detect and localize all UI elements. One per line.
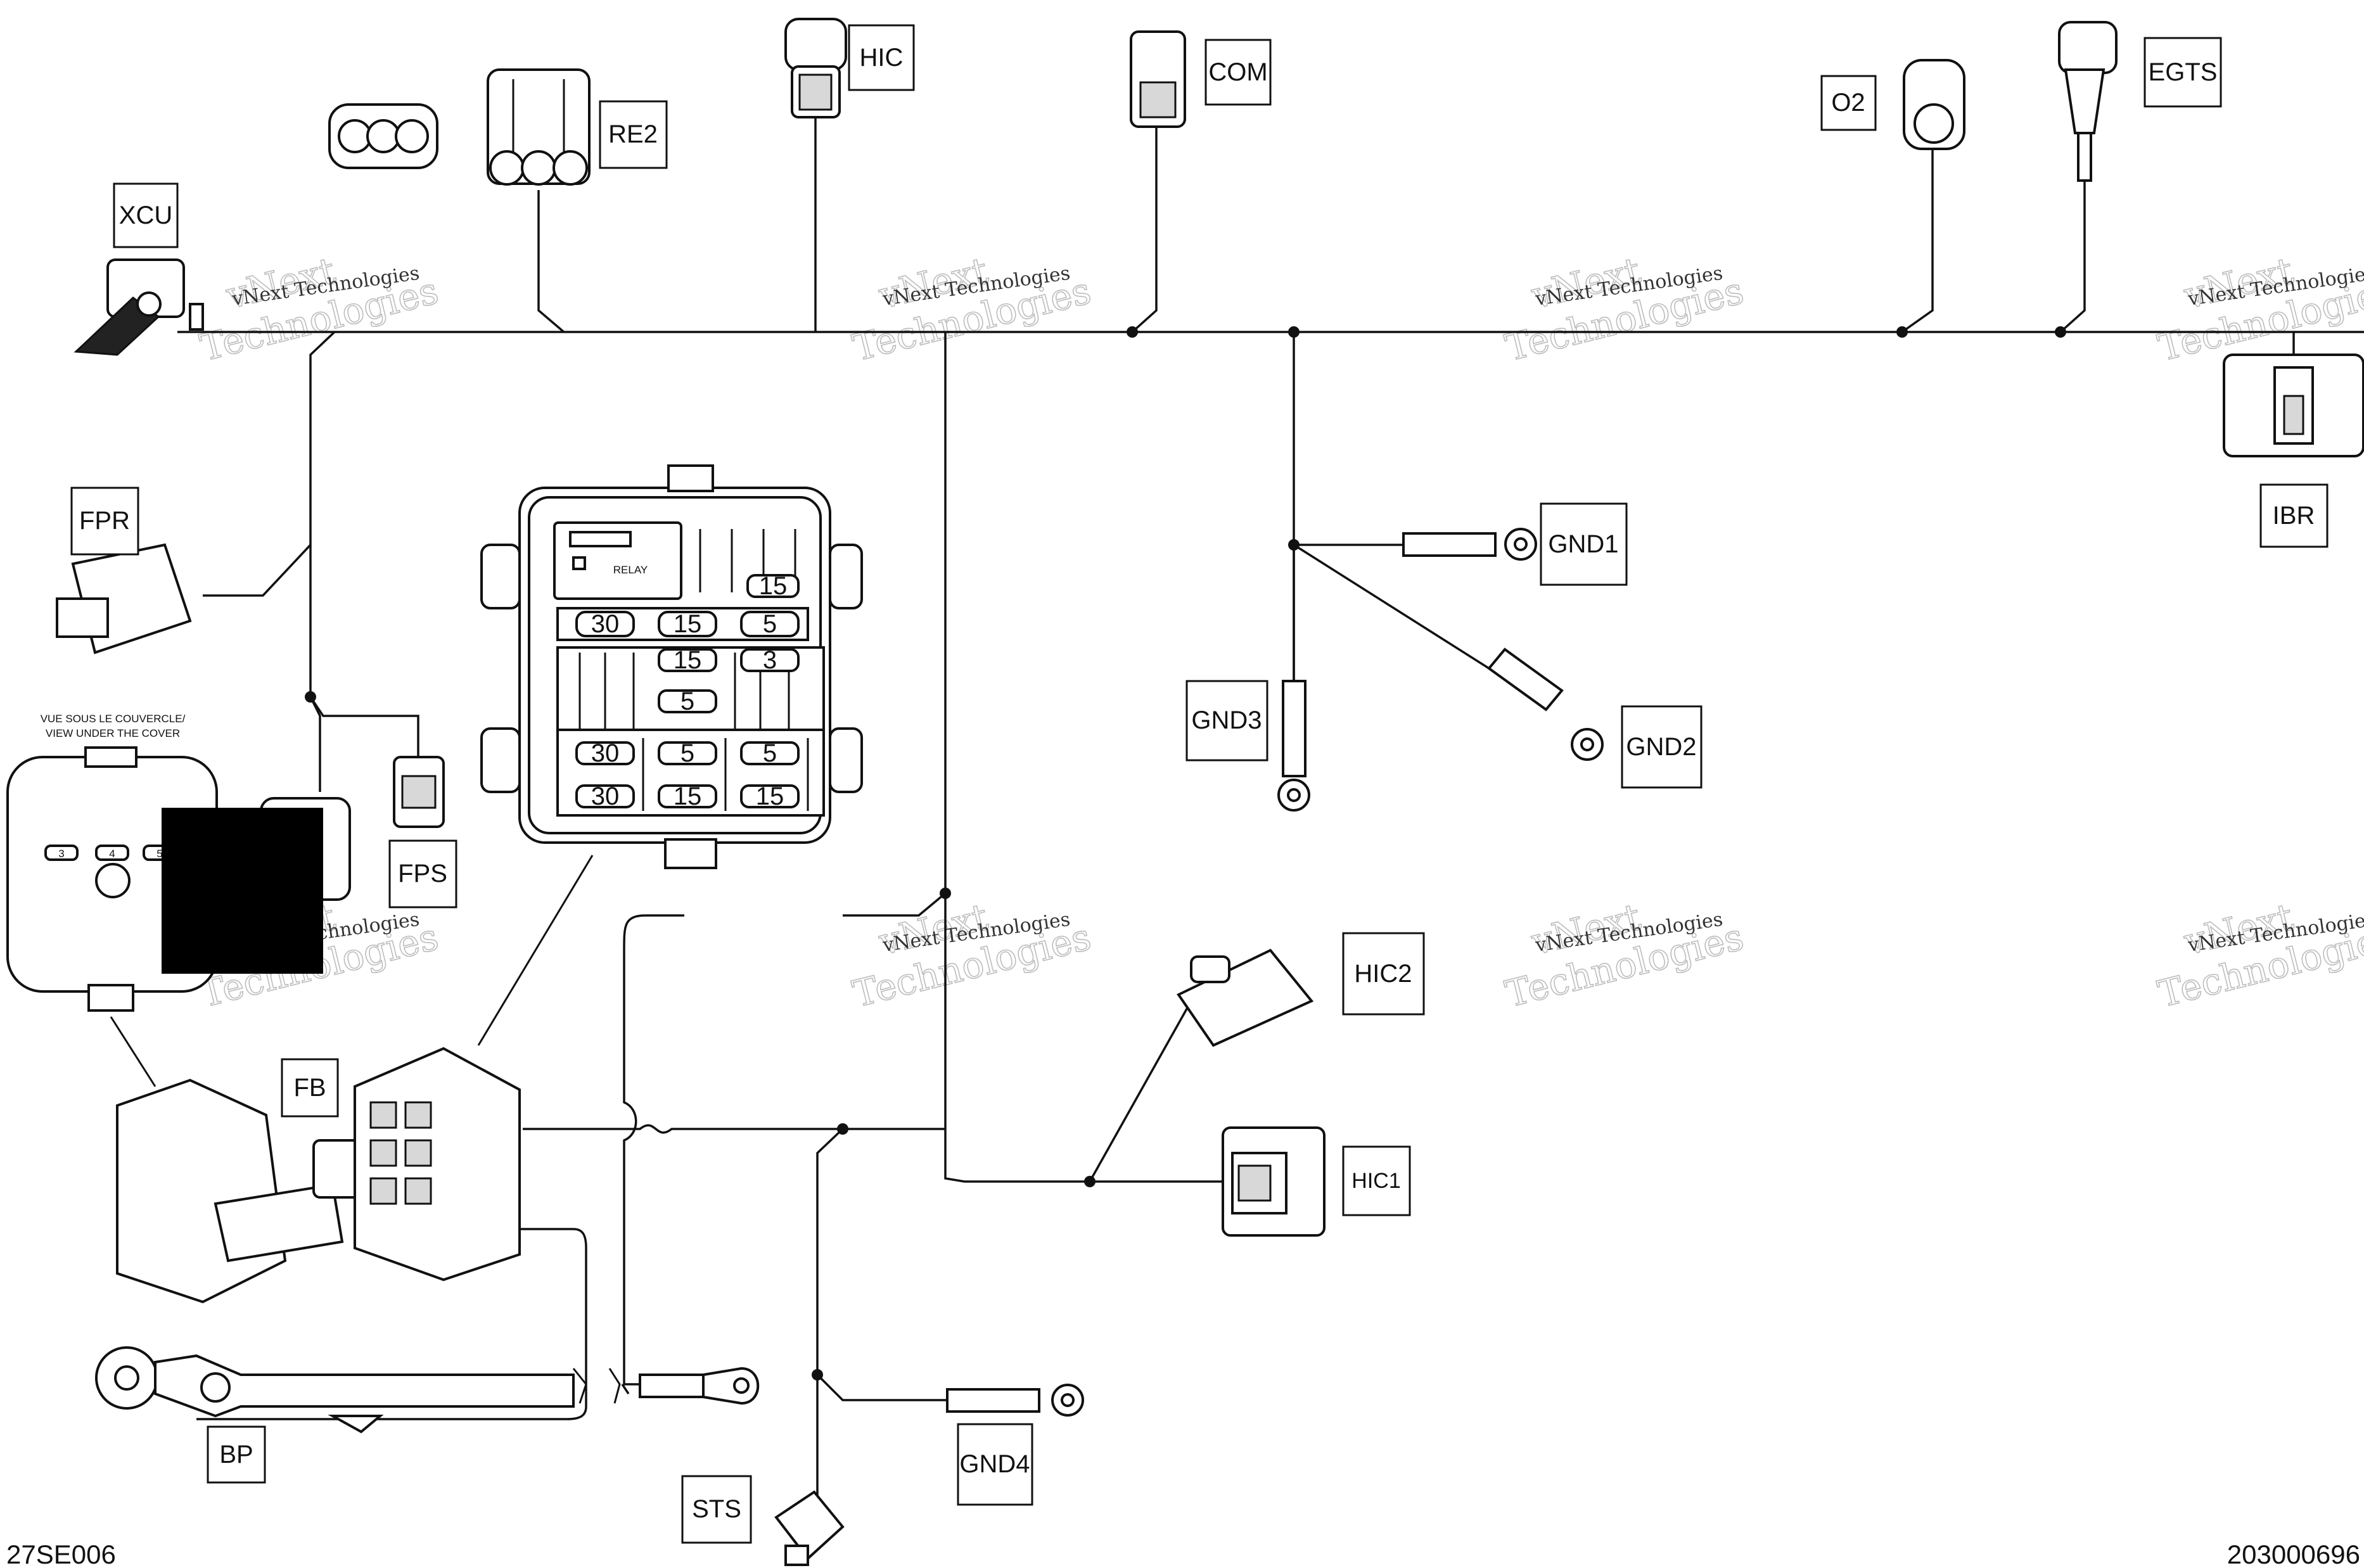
connector-labels: XCU RE2 HIC COM O2 EGTS IBR FPR: [70, 24, 2329, 1544]
egts-connector-part: [2058, 21, 2118, 182]
fuse-label: 30: [591, 739, 620, 767]
fuse-label: 15: [674, 610, 702, 638]
label-gnd4: GND4: [957, 1423, 1033, 1506]
label-ibr: IBR: [2259, 483, 2329, 548]
three-pin-connector-part: [328, 103, 438, 169]
watermarks: vNext Technologies vNext Technologies vN…: [196, 248, 2364, 1016]
hic1-connector-part: [1222, 1126, 1326, 1237]
fuse-label: 5: [680, 739, 694, 767]
label-hic2: HIC2: [1342, 932, 1425, 1016]
cover-caption: VUE SOUS LE COUVERCLE/: [41, 713, 186, 725]
gnd2-terminal-part: [1487, 647, 1604, 761]
label-xcu: XCU: [113, 182, 179, 248]
o2-connector-part: [1903, 59, 1965, 150]
junction-dots: [305, 326, 2066, 1380]
svg-text:IBR: IBR: [2273, 502, 2315, 530]
svg-text:EGTS: EGTS: [2149, 58, 2218, 86]
svg-text:GND3: GND3: [1191, 706, 1262, 734]
svg-text:GND4: GND4: [959, 1450, 1030, 1478]
bp-cable-part: [95, 1346, 575, 1434]
sts-connector-part: [774, 1490, 845, 1566]
sts-ring-terminal-part: [639, 1367, 760, 1405]
footer-right-code: 203000696: [2227, 1539, 2360, 1568]
gnd4-terminal-part: [946, 1384, 1084, 1417]
fuse-label: 15: [674, 646, 702, 674]
fuse-label: 15: [674, 782, 702, 810]
cover-slot-label: 5: [157, 848, 162, 860]
fuse-label: 5: [763, 739, 777, 767]
hic-connector-part: [784, 18, 847, 118]
svg-text:FB: FB: [293, 1074, 326, 1102]
svg-text:GND2: GND2: [1626, 733, 1696, 761]
fuse-label: 30: [591, 610, 620, 638]
fuse-label: 3: [763, 646, 777, 674]
svg-text:FPR: FPR: [79, 507, 130, 535]
svg-text:GND1: GND1: [1548, 530, 1618, 558]
fps-connector-part: [393, 756, 445, 828]
ibr-connector-part: [2223, 354, 2364, 457]
svg-text:HIC1: HIC1: [1351, 1169, 1400, 1193]
label-gnd2: GND2: [1621, 705, 1703, 789]
re2-connector-part: [487, 68, 591, 186]
fb-assembly-part: [116, 1047, 521, 1304]
label-sts: STS: [681, 1475, 752, 1544]
svg-text:HIC: HIC: [860, 44, 904, 72]
label-hic1: HIC1: [1342, 1145, 1411, 1216]
label-bp: BP: [207, 1425, 266, 1484]
fpr-connector-part: [56, 543, 192, 654]
svg-text:XCU: XCU: [119, 201, 172, 229]
redaction-block: [162, 808, 323, 974]
svg-text:BP: BP: [219, 1441, 253, 1469]
svg-text:STS: STS: [692, 1495, 741, 1523]
cover-slot-label: 4: [109, 848, 115, 860]
fuse-label: 5: [680, 687, 694, 715]
cover-caption: VIEW UNDER THE COVER: [46, 727, 180, 739]
label-fb: FB: [281, 1058, 339, 1118]
svg-text:RE2: RE2: [608, 120, 658, 148]
relay-label: RELAY: [613, 564, 648, 576]
hic2-connector-part: [1177, 948, 1314, 1047]
label-com: COM: [1204, 39, 1272, 106]
label-o2: O2: [1820, 75, 1877, 131]
svg-text:HIC2: HIC2: [1354, 960, 1412, 988]
fuse-label: 5: [763, 610, 777, 638]
gnd3-terminal-part: [1277, 680, 1310, 812]
gnd1-terminal-part: [1402, 528, 1537, 561]
svg-text:O2: O2: [1831, 89, 1865, 117]
footer-left-code: 27SE006: [6, 1539, 116, 1568]
fuse-label: 30: [591, 782, 620, 810]
harness-wires: [110, 114, 2364, 1508]
fuse-label: 15: [759, 572, 788, 600]
fuse-label: 15: [756, 782, 784, 810]
label-gnd1: GND1: [1540, 502, 1628, 586]
fuse-box-top-view: RELAY 15 30 15 5 15 3 5 30 5 5 30 15: [480, 464, 863, 869]
label-fps: FPS: [388, 839, 457, 908]
label-hic: HIC: [848, 24, 915, 91]
label-egts: EGTS: [2144, 37, 2222, 108]
com-connector-part: [1130, 30, 1186, 128]
label-fpr: FPR: [70, 487, 139, 556]
cover-slot-label: 3: [58, 848, 64, 860]
svg-text:FPS: FPS: [398, 860, 447, 888]
svg-text:COM: COM: [1208, 58, 1267, 86]
xcu-connector-part: [73, 258, 204, 356]
label-re2: RE2: [599, 100, 668, 169]
label-gnd3: GND3: [1185, 680, 1268, 762]
